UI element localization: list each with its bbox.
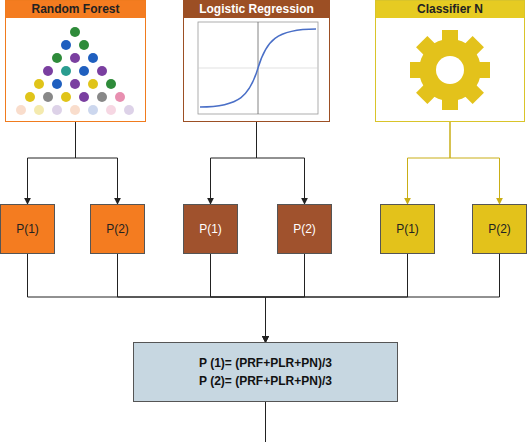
average-formula: P (2)= (PRF+PLR+PN)/3 [199, 372, 332, 390]
flow-arrow [266, 254, 408, 342]
probability-label: P(1) [199, 222, 222, 236]
probability-box: P(2) [472, 204, 527, 254]
probability-box: P(1) [183, 204, 238, 254]
classifier-title: Random Forest [6, 1, 145, 18]
probability-label: P(2) [293, 222, 316, 236]
flow-arrow [28, 254, 266, 342]
probability-box: P(1) [0, 204, 55, 254]
probability-label: P(2) [488, 222, 511, 236]
averaging-box: P (1)= (PRF+PLR+PN)/3P (2)= (PRF+PLR+PN)… [133, 342, 398, 402]
classifier-box: Random Forest [5, 0, 146, 122]
flow-arrow [450, 122, 500, 204]
flow-arrow [211, 254, 266, 342]
flow-arrow [266, 254, 500, 342]
flow-arrow [266, 254, 305, 342]
flow-arrow [211, 122, 257, 204]
flow-arrow [76, 122, 118, 204]
probability-box: P(2) [277, 204, 332, 254]
probability-box: P(2) [90, 204, 145, 254]
classifier-title: Logistic Regression [184, 1, 329, 18]
flow-arrow [408, 122, 451, 204]
flow-arrow [28, 122, 76, 204]
classifier-box: Classifier N [375, 0, 525, 122]
probability-label: P(1) [16, 222, 39, 236]
probability-label: P(2) [106, 222, 129, 236]
flow-arrow [257, 122, 305, 204]
average-formula: P (1)= (PRF+PLR+PN)/3 [199, 354, 332, 372]
classifier-box: Logistic Regression [183, 0, 330, 122]
probability-box: P(1) [380, 204, 435, 254]
classifier-title: Classifier N [376, 1, 524, 18]
probability-label: P(1) [396, 222, 419, 236]
flow-arrow [118, 254, 266, 342]
output-line [265, 402, 266, 442]
